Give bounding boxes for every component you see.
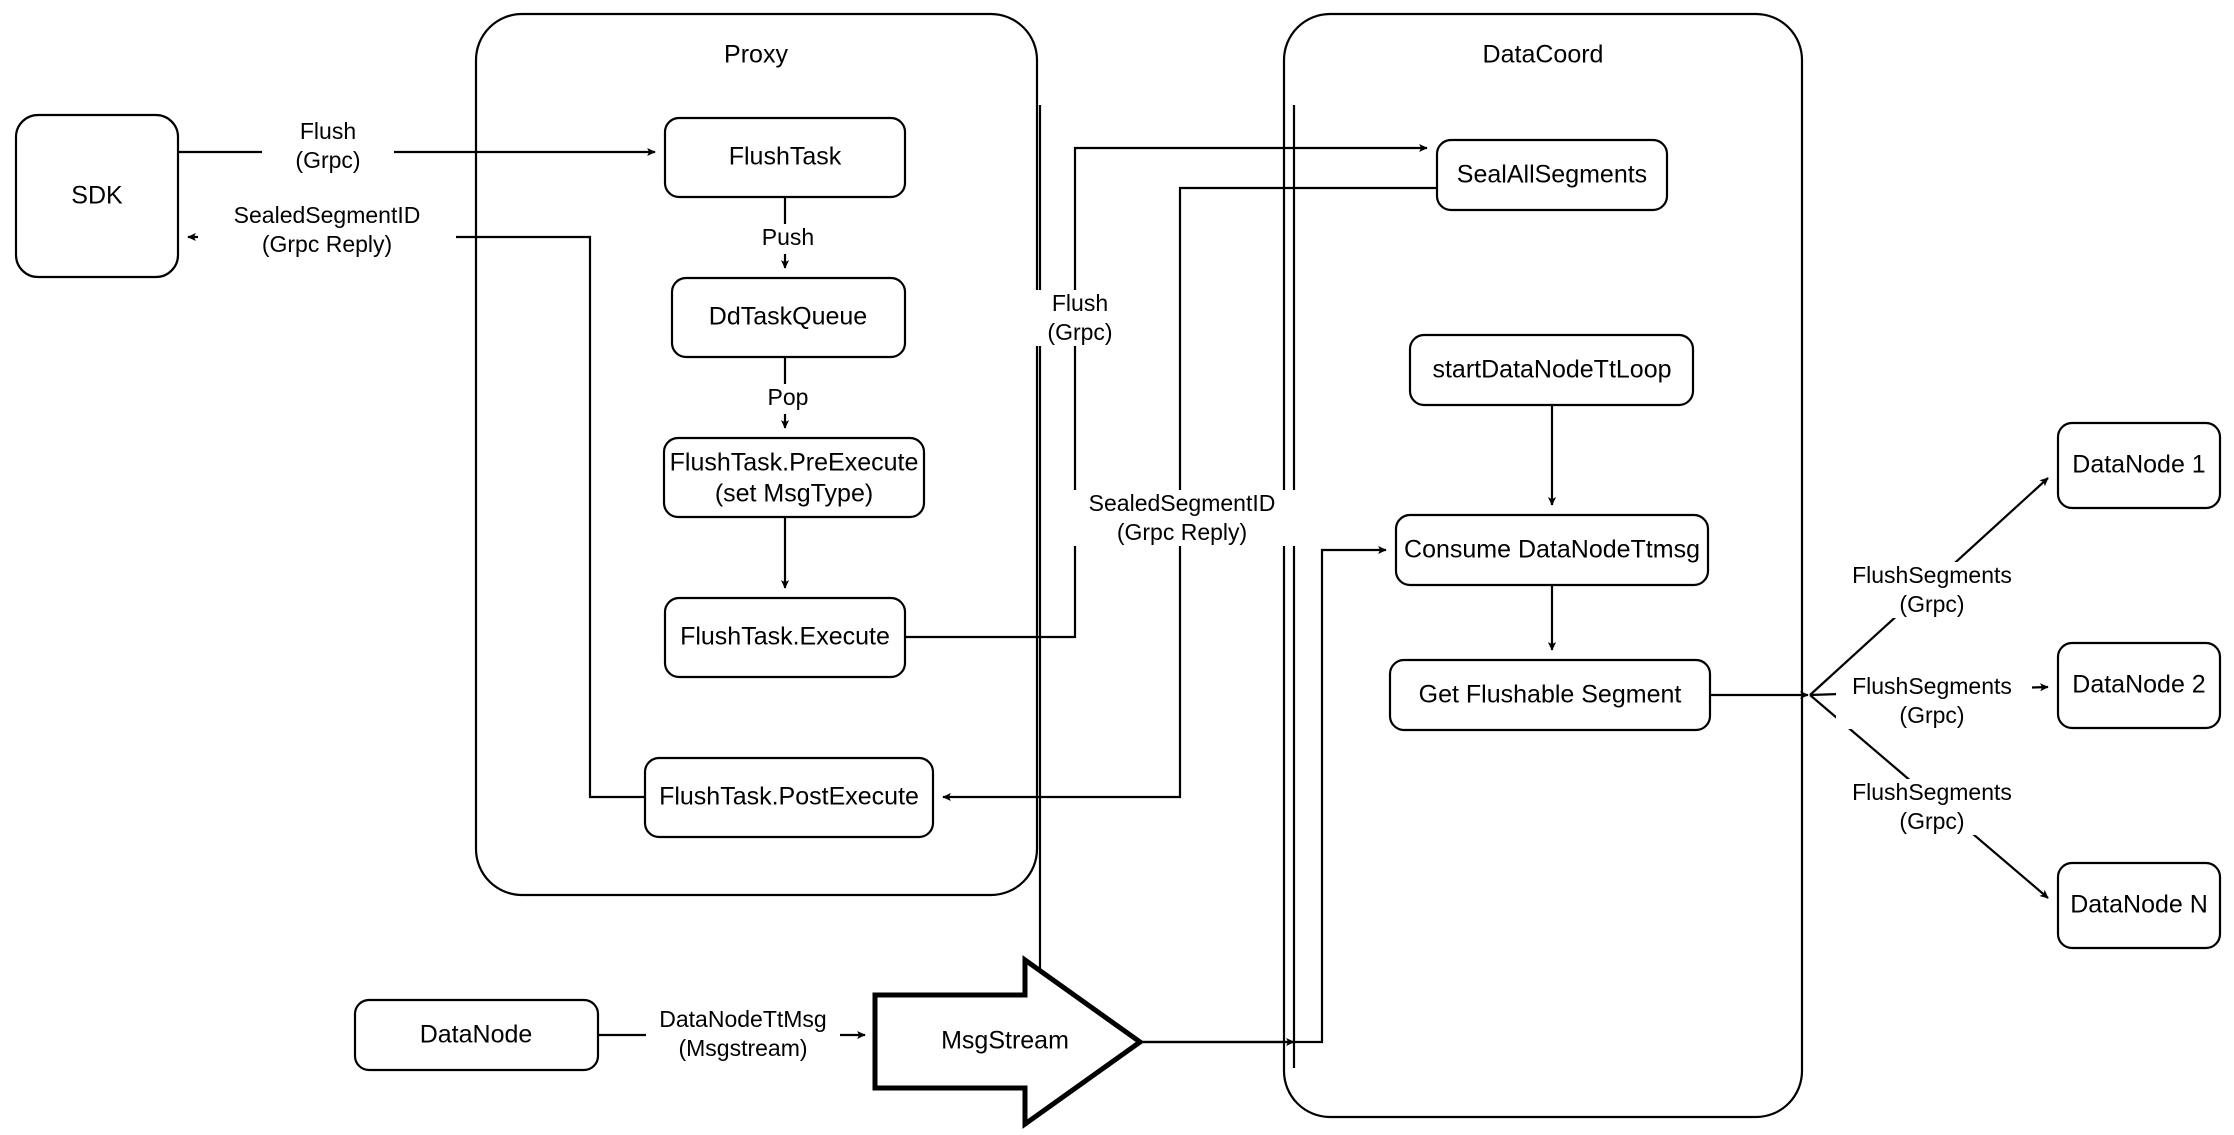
sdk-label: SDK <box>71 182 123 210</box>
datanode-2-box[interactable] <box>2056 641 2222 730</box>
edge-label-sealed-grpc-line2: (Grpc Reply) <box>1117 519 1247 545</box>
edge-label-flushsegments-2: FlushSegments (Grpc) <box>1836 673 2032 729</box>
datanode-1-label: DataNode 1 <box>2072 451 2205 479</box>
node-msgstream[interactable]: MsgStream <box>872 955 1145 1129</box>
edge-label-sealedsegmentid-sdk: SealedSegmentID (Grpc Reply) <box>198 202 456 258</box>
get-flushable-segment-box[interactable] <box>1388 658 1712 732</box>
node-flushtask[interactable]: FlushTask <box>663 116 907 199</box>
container-proxy: Proxy <box>474 12 1039 897</box>
edge-label-sealedsegmentid-grpc: SealedSegmentID (Grpc Reply) <box>1052 490 1312 546</box>
preexecute-label-line2: (set MsgType) <box>715 480 873 508</box>
edge-label-sealed-sdk-line2: (Grpc Reply) <box>262 231 392 257</box>
postexecute-box[interactable] <box>643 756 935 839</box>
edge-label-push-text: Push <box>762 224 814 250</box>
datanode-source-label: DataNode <box>420 1021 533 1049</box>
proxy-container-outline <box>474 12 1039 897</box>
edge-label-flush-sdk-line2: (Grpc) <box>295 147 360 173</box>
edge-label-datanodettmsg-line1: DataNodeTtMsg <box>659 1006 826 1032</box>
proxy-container-title: Proxy <box>724 41 788 69</box>
edge-execute-to-sealallsegments <box>905 143 1428 639</box>
get-flushable-segment-label: Get Flushable Segment <box>1419 681 1682 709</box>
edge-label-pop-text: Pop <box>768 384 809 410</box>
container-datacoord: DataCoord <box>1282 12 1804 1119</box>
preexecute-label-line1: FlushTask.PreExecute <box>670 449 919 477</box>
edge-label-datanodettmsg: DataNodeTtMsg (Msgstream) <box>646 1006 840 1062</box>
flushtask-label: FlushTask <box>729 143 842 171</box>
edge-label-flush-sdk: Flush (Grpc) <box>262 118 394 174</box>
edge-postexecute-to-sdk <box>187 232 645 799</box>
node-consume-datanodettmsg[interactable]: Consume DataNodeTtmsg <box>1394 513 1710 587</box>
datanode-1-box[interactable] <box>2056 421 2222 510</box>
node-postexecute[interactable]: FlushTask.PostExecute <box>643 756 935 839</box>
node-preexecute[interactable]: FlushTask.PreExecute (set MsgType) <box>662 436 926 519</box>
node-datanode-1[interactable]: DataNode 1 <box>2056 421 2222 510</box>
edge-label-flushsegments-1-line2: (Grpc) <box>1899 591 1964 617</box>
edge-label-flushsegments-2-line1: FlushSegments <box>1852 673 2012 699</box>
consume-datanodettmsg-box[interactable] <box>1394 513 1710 587</box>
edge-label-flushsegments-n-line2: (Grpc) <box>1899 808 1964 834</box>
edge-label-flushsegments-n-line1: FlushSegments <box>1852 779 2012 805</box>
datanode-2-label: DataNode 2 <box>2072 671 2205 699</box>
edge-label-flush-grpc: Flush (Grpc) <box>1016 290 1144 346</box>
node-sealallsegments[interactable]: SealAllSegments <box>1435 138 1669 212</box>
node-startdatanodettloop[interactable]: startDataNodeTtLoop <box>1408 333 1695 407</box>
node-datanode-n[interactable]: DataNode N <box>2056 861 2222 950</box>
edge-label-push: Push <box>752 224 824 254</box>
datanode-n-box[interactable] <box>2056 861 2222 950</box>
msgstream-label: MsgStream <box>941 1027 1069 1055</box>
execute-box[interactable] <box>663 596 907 679</box>
datacoord-container-outline <box>1282 12 1804 1119</box>
sdk-box[interactable] <box>14 113 180 279</box>
sealallsegments-label: SealAllSegments <box>1457 161 1647 189</box>
edge-label-flush-grpc-line1: Flush <box>1052 290 1108 316</box>
datanode-n-label: DataNode N <box>2070 891 2208 919</box>
edge-label-sealed-grpc-line1: SealedSegmentID <box>1089 490 1276 516</box>
consume-datanodettmsg-label: Consume DataNodeTtmsg <box>1404 536 1700 564</box>
node-execute[interactable]: FlushTask.Execute <box>663 596 907 679</box>
edge-label-flush-sdk-line1: Flush <box>300 118 356 144</box>
startdatanodettloop-label: startDataNodeTtLoop <box>1432 356 1671 384</box>
flushtask-box[interactable] <box>663 116 907 199</box>
edge-label-sealed-sdk-line1: SealedSegmentID <box>234 202 421 228</box>
sealallsegments-box[interactable] <box>1435 138 1669 212</box>
node-datanode-source[interactable]: DataNode <box>353 998 600 1072</box>
ddtaskqueue-box[interactable] <box>670 276 907 359</box>
ddtaskqueue-label: DdTaskQueue <box>709 303 867 331</box>
preexecute-box[interactable] <box>662 436 926 519</box>
postexecute-label: FlushTask.PostExecute <box>659 783 919 811</box>
edge-label-datanodettmsg-line2: (Msgstream) <box>678 1035 807 1061</box>
edge-label-flushsegments-1-line1: FlushSegments <box>1852 562 2012 588</box>
edge-label-flushsegments-n: FlushSegments (Grpc) <box>1836 779 2032 835</box>
msgstream-arrow-shape[interactable] <box>872 955 1145 1129</box>
node-ddtaskqueue[interactable]: DdTaskQueue <box>670 276 907 359</box>
node-datanode-2[interactable]: DataNode 2 <box>2056 641 2222 730</box>
edge-label-flush-grpc-line2: (Grpc) <box>1047 319 1112 345</box>
edge-label-pop: Pop <box>756 384 820 414</box>
edge-label-flushsegments-1: FlushSegments (Grpc) <box>1836 562 2032 618</box>
node-get-flushable-segment[interactable]: Get Flushable Segment <box>1388 658 1712 732</box>
node-sdk[interactable]: SDK <box>14 113 180 279</box>
execute-label: FlushTask.Execute <box>680 623 890 651</box>
datanode-source-box[interactable] <box>353 998 600 1072</box>
startdatanodettloop-box[interactable] <box>1408 333 1695 407</box>
datacoord-container-title: DataCoord <box>1483 41 1604 69</box>
edge-label-flushsegments-2-line2: (Grpc) <box>1899 702 1964 728</box>
